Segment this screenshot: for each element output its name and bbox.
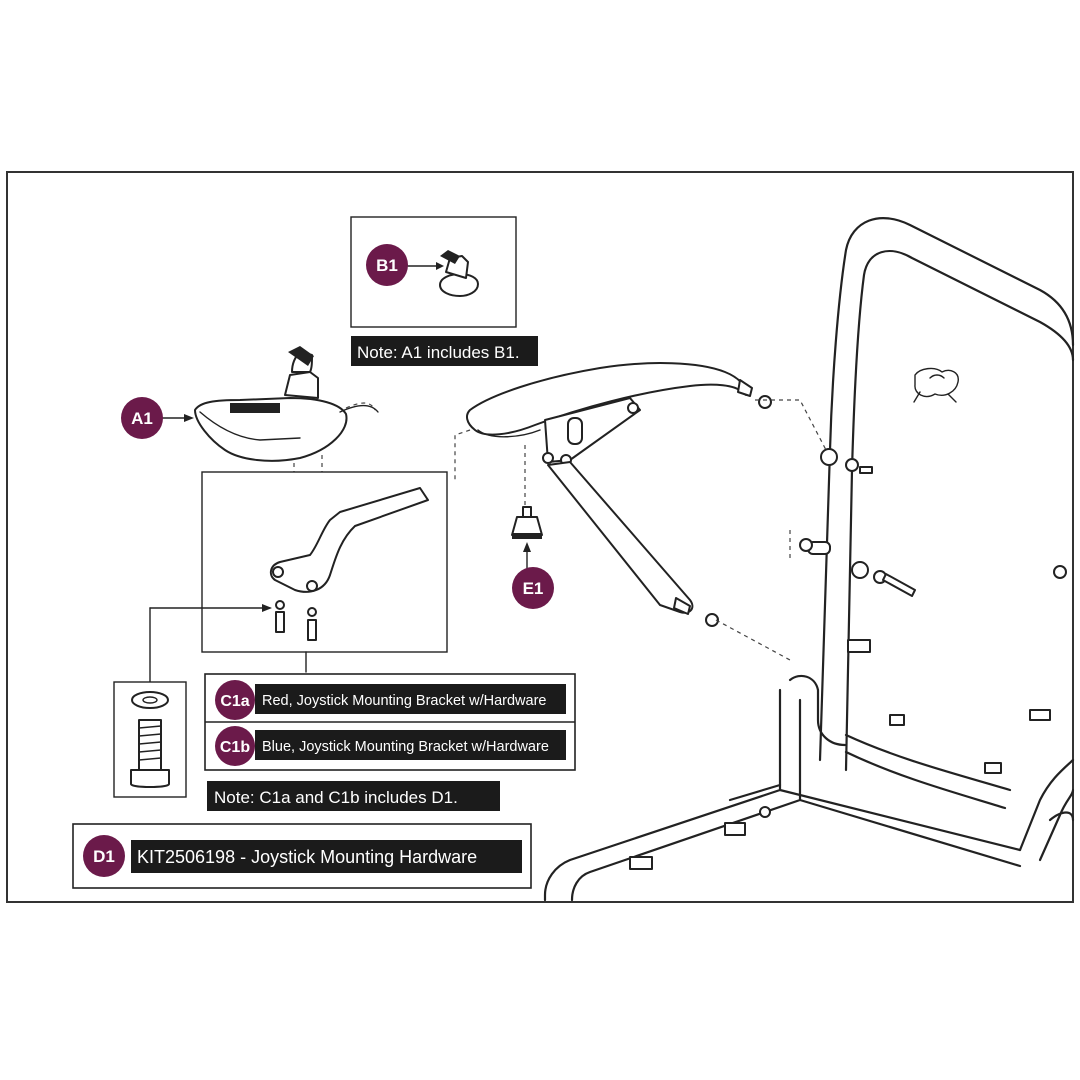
d1-description: KIT2506198 - Joystick Mounting Hardware xyxy=(137,847,477,867)
armrest-knob-e1 xyxy=(511,506,543,576)
d1-hardware-inset xyxy=(113,681,187,798)
badge-a1-text: A1 xyxy=(131,409,153,428)
note-c1: Note: C1a and C1b includes D1. xyxy=(207,781,500,811)
c1a-description: Red, Joystick Mounting Bracket w/Hardwar… xyxy=(262,693,546,709)
badge-e1: E1 xyxy=(512,567,554,609)
badge-c1a-text: C1a xyxy=(220,693,249,710)
c1-bracket-inset xyxy=(149,471,448,686)
badge-a1: A1 xyxy=(121,397,163,439)
c1b-description: Blue, Joystick Mounting Bracket w/Hardwa… xyxy=(262,739,549,755)
c1-label-box: C1a C1b Red, Joystick Mounting Bracket w… xyxy=(204,673,576,771)
note-c1-text: Note: C1a and C1b includes D1. xyxy=(214,788,458,807)
joystick-controller-a1 xyxy=(194,346,379,462)
badge-b1-text: B1 xyxy=(376,256,398,275)
wheelchair-frame xyxy=(543,217,1075,902)
badge-d1-text: D1 xyxy=(93,847,115,866)
badge-b1: B1 xyxy=(366,244,408,286)
note-a1: Note: A1 includes B1. xyxy=(351,336,538,366)
a1-arrow-head xyxy=(184,414,194,422)
note-a1-text: Note: A1 includes B1. xyxy=(357,343,520,362)
badge-e1-text: E1 xyxy=(523,579,544,598)
backrest-hardware xyxy=(705,395,916,627)
diagram-border xyxy=(6,171,1074,903)
armrest-assembly xyxy=(466,362,753,615)
d1-label-box: D1 KIT2506198 - Joystick Mounting Hardwa… xyxy=(72,823,532,889)
badge-c1b-text: C1b xyxy=(220,739,250,756)
